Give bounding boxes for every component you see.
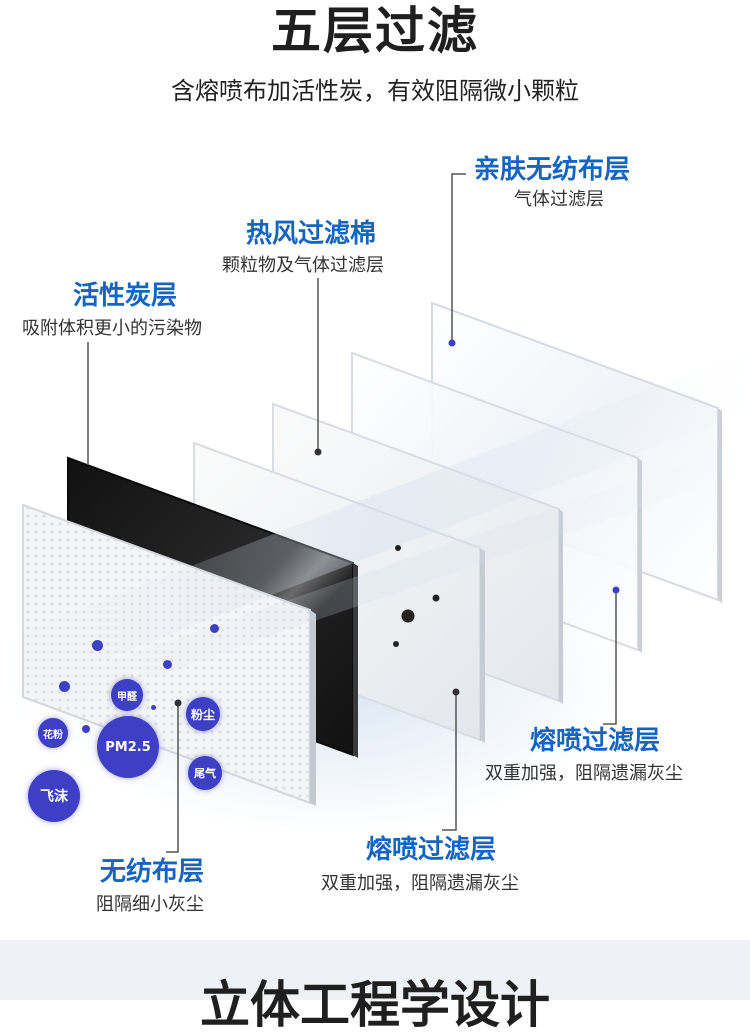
particle-dot (59, 681, 70, 692)
desc-activated-carbon: 吸附体积更小的污染物 (22, 318, 202, 339)
leader-line-melt-back (603, 590, 617, 725)
desc-nonwoven-layer: 阻隔细小灰尘 (96, 894, 204, 915)
label-nonwoven-layer: 无纺布层 (100, 857, 205, 887)
particle-exhaust: 尾气 (188, 756, 222, 790)
particle-droplets: 飞沫 (28, 770, 80, 822)
airflow-streak (0, 350, 750, 700)
next-section-band (0, 940, 750, 1000)
page-subtitle: 含熔喷布加活性炭，有效阻隔微小颗粒 (171, 77, 579, 105)
desc-meltblown-back: 双重加强，阻隔遗漏灰尘 (485, 763, 683, 784)
airflow-streak (0, 440, 750, 730)
desc-skin-friendly-layer: 气体过滤层 (514, 189, 604, 210)
particle-dot (432, 594, 440, 602)
particle-pm25: PM2.5 (97, 716, 159, 778)
particle-dot (151, 705, 156, 710)
filter-layers-illustration (0, 173, 750, 853)
particle-dust: 粉尘 (186, 697, 220, 731)
next-section-title: 立体工程学设计 (200, 976, 550, 1034)
particle-dot (92, 640, 103, 651)
leader-line-nonwoven (166, 703, 179, 853)
label-meltblown-back: 熔喷过滤层 (530, 726, 661, 756)
particle-dot (210, 624, 219, 633)
desc-hot-air-cotton: 颗粒物及气体过滤层 (222, 255, 384, 276)
label-hot-air-cotton: 热风过滤棉 (246, 219, 377, 249)
label-activated-carbon: 活性炭层 (73, 281, 178, 311)
label-meltblown-front: 熔喷过滤层 (366, 835, 497, 865)
particle-dot (82, 725, 90, 733)
desc-meltblown-front: 双重加强，阻隔遗漏灰尘 (321, 873, 519, 894)
particle-dot (395, 545, 401, 551)
particle-formaldehyde: 甲醛 (111, 679, 143, 711)
page-title: 五层过滤 (271, 2, 479, 60)
particle-dot (393, 641, 399, 647)
particle-dot (163, 660, 172, 669)
leader-line-melt-front (442, 692, 457, 831)
leader-lines (87, 173, 620, 853)
particle-pollen: 花粉 (38, 718, 68, 748)
particle-dot (401, 609, 415, 623)
label-skin-friendly-layer: 亲肤无纺布层 (474, 155, 631, 185)
leader-line-skin (451, 173, 466, 343)
